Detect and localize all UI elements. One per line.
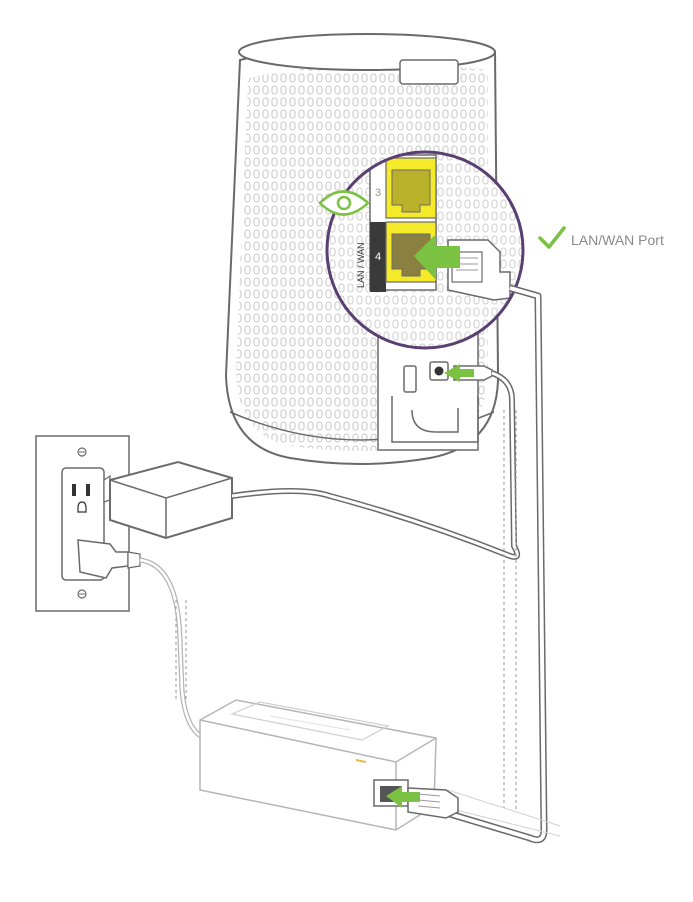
insert-arrow bbox=[414, 234, 460, 280]
checkmark-icon bbox=[538, 226, 566, 249]
port-number-3: 3 bbox=[375, 187, 381, 199]
eye-icon bbox=[318, 190, 370, 216]
stand-bracket bbox=[391, 396, 479, 443]
router bbox=[224, 33, 500, 465]
poe-ethernet-plug bbox=[407, 787, 459, 819]
port-number-4: 4 bbox=[375, 251, 381, 263]
lan-wan-port-label: LAN/WAN Port bbox=[571, 232, 664, 248]
port-label-strip bbox=[370, 222, 386, 292]
poe-adapter bbox=[199, 699, 459, 831]
poe-insert-arrow bbox=[386, 786, 420, 808]
poe-led bbox=[355, 759, 367, 763]
wall-outlet bbox=[35, 435, 130, 612]
power-arrow bbox=[444, 364, 474, 382]
router-top-notch bbox=[399, 59, 459, 85]
magnifier-ring bbox=[325, 150, 525, 350]
magnifier: 3 4 LAN / WAN bbox=[325, 150, 525, 350]
router-power-adapter bbox=[103, 460, 233, 540]
reset-slot bbox=[403, 365, 417, 393]
port-side-label: LAN / WAN bbox=[356, 242, 366, 288]
router-rear-panel bbox=[377, 329, 493, 451]
poe-wall-plug bbox=[77, 539, 141, 579]
cables bbox=[139, 284, 561, 844]
poe-ac-cable bbox=[139, 557, 211, 743]
